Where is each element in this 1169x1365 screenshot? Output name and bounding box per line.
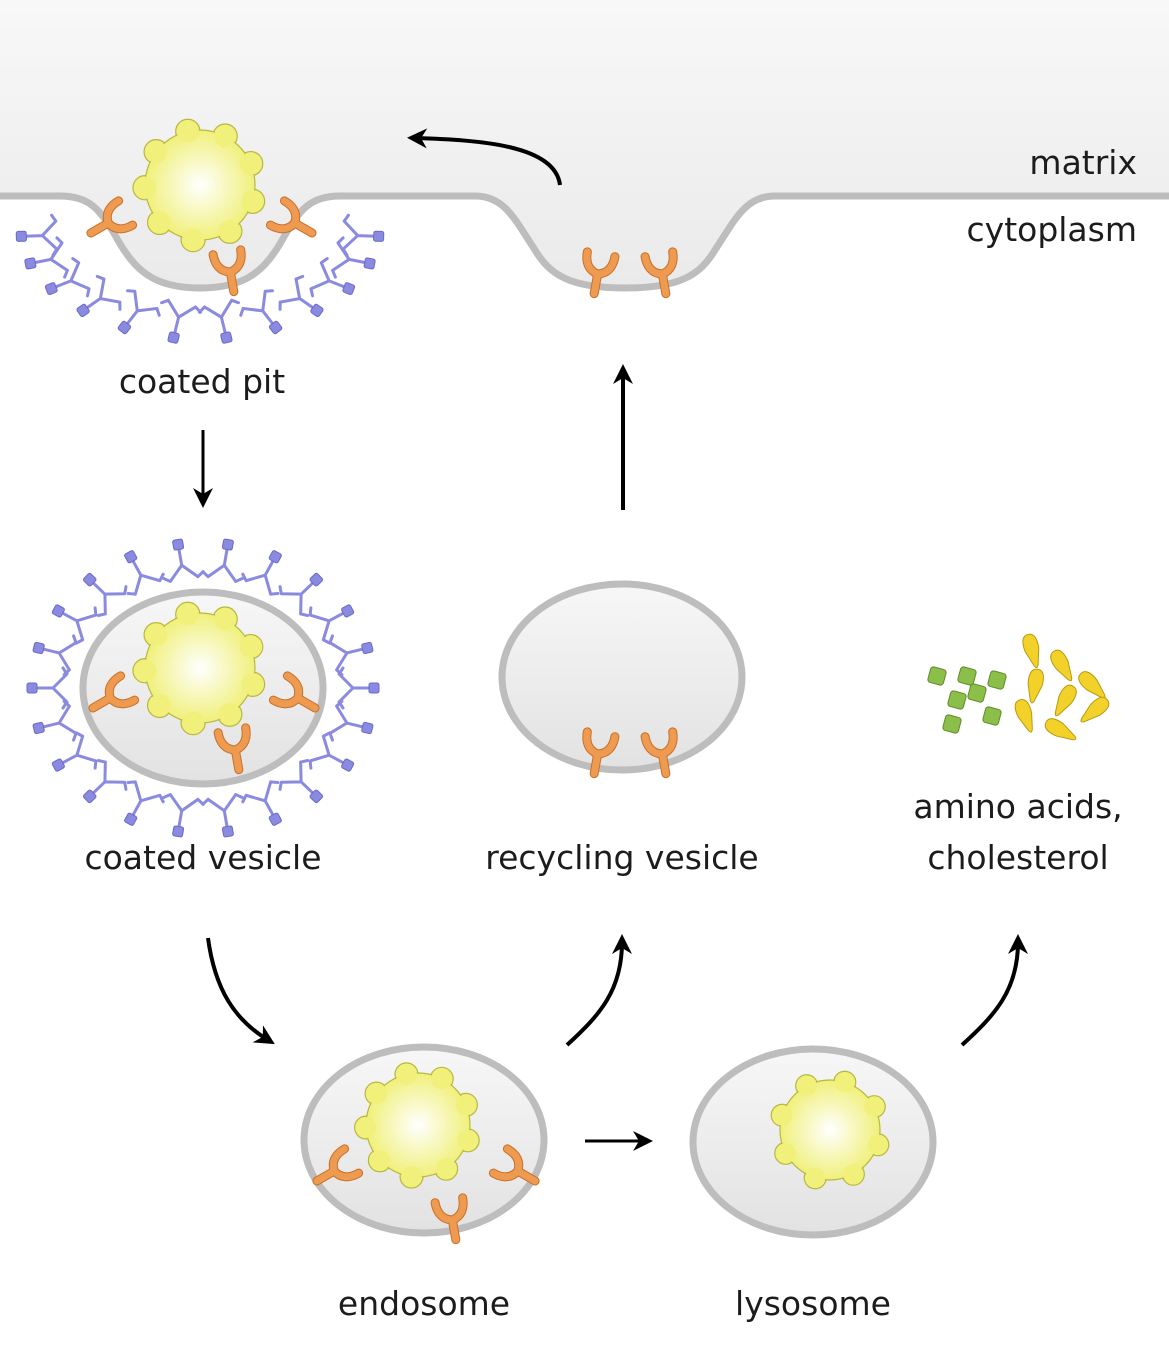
arrow-vesicle-to-endosome <box>206 937 275 1045</box>
coated-pit-receptors <box>86 196 317 297</box>
clathrin-subunit-icon <box>198 298 240 344</box>
ldl-receptor-icon <box>582 727 620 779</box>
clathrin-subunit-icon <box>82 572 128 618</box>
recycling-vesicle-receptors <box>582 727 678 779</box>
degradation-products <box>927 633 1110 741</box>
label-coated-vesicle: coated vesicle <box>84 838 322 877</box>
clathrin-subunit-icon <box>278 572 324 618</box>
endosome-ldl-particle-icon <box>354 1062 480 1189</box>
arrow-endosome-to-recycling <box>565 934 632 1047</box>
label-recycling-vesicle: recycling vesicle <box>485 838 759 877</box>
clathrin-subunit-icon <box>44 257 91 298</box>
clathrin-subunit-icon <box>241 780 282 826</box>
ldl-receptor-icon <box>265 196 317 238</box>
clathrin-subunit-icon <box>201 793 244 838</box>
ldl-receptor-icon <box>86 196 138 238</box>
amino-acid-icon <box>957 666 977 686</box>
clathrin-subunit-icon <box>241 550 282 596</box>
amino-acid-icon <box>982 706 1002 726</box>
cholesterol-icon <box>1014 699 1033 733</box>
clathrin-subunit-icon <box>82 758 128 804</box>
label-cytoplasm: cytoplasm <box>966 210 1137 249</box>
recycled-receptors-at-membrane <box>582 247 678 299</box>
clathrin-subunit-icon <box>308 731 355 772</box>
ldl-receptor-icon <box>208 245 246 297</box>
clathrin-subunit-icon <box>15 213 59 257</box>
clathrin-subunit-icon <box>32 699 78 742</box>
clathrin-subunit-icon <box>160 298 202 344</box>
amino-acid-icon <box>967 683 987 703</box>
recycling-vesicle-membrane <box>498 580 746 774</box>
endosome-receptors <box>312 1144 540 1245</box>
ldl-receptor-icon <box>430 1193 468 1245</box>
arrow-recycle-to-matrix <box>407 128 562 186</box>
amino-acid-icon <box>947 690 967 710</box>
clathrin-subunit-icon <box>162 538 205 583</box>
clathrin-subunit-icon <box>337 666 380 710</box>
cholesterol-icon <box>1022 633 1040 669</box>
clathrin-subunit-icon <box>308 604 355 645</box>
clathrin-subunit-icon <box>328 634 374 677</box>
clathrin-subunit-icon <box>201 538 244 583</box>
cholesterol-icon <box>1027 668 1044 704</box>
clathrin-subunit-icon <box>341 213 385 257</box>
clathrin-subunit-icon <box>309 257 356 298</box>
clathrin-subunit-icon <box>331 236 376 279</box>
ldl-receptor-icon <box>268 671 320 713</box>
clathrin-subunit-icon <box>124 780 165 826</box>
label-lysosome: lysosome <box>735 1284 891 1323</box>
coated-pit-clathrin-coat <box>15 213 385 344</box>
cholesterol-icon <box>1054 684 1077 717</box>
clathrin-subunit-icon <box>51 731 98 772</box>
label-coated-pit: coated pit <box>118 362 286 401</box>
ldl-receptor-icon <box>582 247 620 299</box>
coated-pit-ldl-particle <box>132 118 266 253</box>
clathrin-subunit-icon <box>124 550 165 596</box>
vesicle-ldl-particle-icon <box>132 601 266 736</box>
clathrin-subunit-icon <box>278 758 324 804</box>
amino-acid-icon <box>942 714 962 734</box>
ldl-receptor-icon <box>488 1144 540 1186</box>
endosome-ldl-particle <box>354 1062 480 1189</box>
clathrin-subunit-icon <box>32 634 78 677</box>
clathrin-subunit-icon <box>117 289 161 335</box>
label-cholesterol: cholesterol <box>927 838 1109 877</box>
coated-vesicle-clathrin-coat <box>26 538 380 838</box>
lysosome-ldl-particle-icon <box>770 1070 890 1190</box>
arrow-lysosome-to-products <box>960 934 1028 1047</box>
label-matrix: matrix <box>1029 143 1137 182</box>
ldl-receptor-icon <box>640 247 678 299</box>
ldl-receptor-icon <box>88 671 140 713</box>
cholesterol-icon <box>1044 718 1077 741</box>
clathrin-subunit-icon <box>24 236 69 279</box>
lysosome-degrading-ldl <box>770 1070 890 1190</box>
cholesterol-icon <box>1080 696 1110 723</box>
coated-vesicle-receptors <box>88 671 320 775</box>
clathrin-subunit-icon <box>26 666 69 710</box>
clathrin-subunit-icon <box>278 274 324 318</box>
coated-vesicle-ldl-particle <box>132 601 266 736</box>
cholesterol-icon <box>1050 649 1073 682</box>
amino-acid-icon <box>987 670 1007 690</box>
clathrin-subunit-icon <box>328 699 374 742</box>
clathrin-subunit-icon <box>239 289 283 335</box>
clathrin-subunit-icon <box>76 274 122 318</box>
ldl-receptor-icon <box>213 723 251 775</box>
label-endosome: endosome <box>337 1284 511 1323</box>
ldl-receptor-icon <box>640 727 678 779</box>
label-amino-acids: amino acids, <box>913 787 1123 826</box>
plasma-membrane <box>0 192 1169 292</box>
clathrin-subunit-icon <box>51 604 98 645</box>
amino-acid-icon <box>927 666 947 686</box>
ldl-receptor-icon <box>312 1144 364 1186</box>
pit-ldl-particle-icon <box>132 118 266 253</box>
clathrin-subunit-icon <box>162 793 205 838</box>
